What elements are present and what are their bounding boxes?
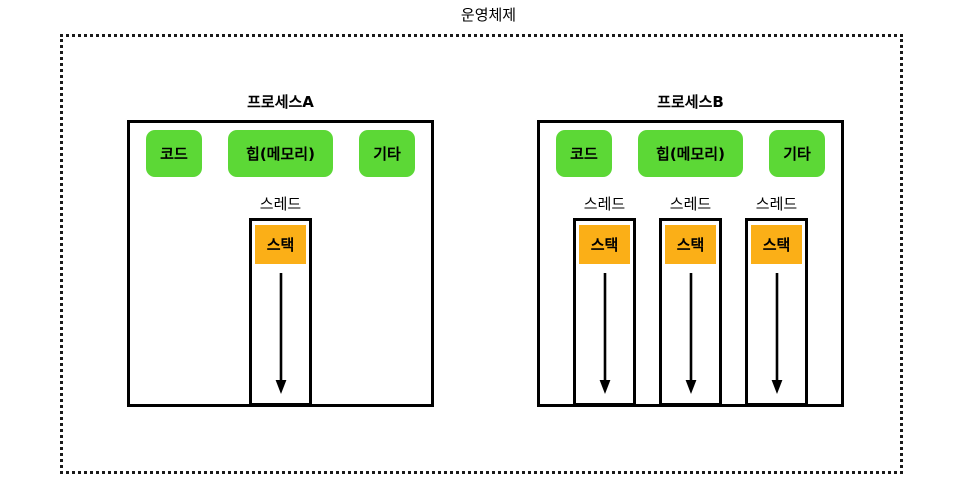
thread-box: 스택 (573, 218, 636, 406)
process-a-label: 프로세스A (247, 93, 314, 111)
process-a-threads: 스레드 스택 (127, 194, 434, 406)
down-arrow-icon (770, 273, 784, 395)
stack-block: 스택 (751, 225, 802, 264)
thread-item: 스레드 스택 (573, 194, 636, 406)
thread-label: 스레드 (259, 195, 302, 213)
thread-item: 스레드 스택 (659, 194, 722, 406)
stack-block: 스택 (255, 225, 306, 264)
process-a-segments: 코드 힙(메모리) 기타 (127, 130, 434, 177)
process-b: 프로세스B 코드 힙(메모리) 기타 스레드 스택 (537, 93, 844, 407)
segment-code: 코드 (146, 130, 202, 177)
process-b-threads: 스레드 스택 스레드 스택 (537, 194, 844, 406)
thread-box: 스택 (659, 218, 722, 406)
down-arrow-icon (598, 273, 612, 395)
process-b-segments: 코드 힙(메모리) 기타 (537, 130, 844, 177)
page-title: 운영체제 (460, 6, 517, 24)
stack-block: 스택 (579, 225, 630, 264)
process-b-label: 프로세스B (657, 93, 724, 111)
segment-heap-memory: 힙(메모리) (228, 130, 333, 177)
thread-box: 스택 (745, 218, 808, 406)
thread-item: 스레드 스택 (745, 194, 808, 406)
thread-label: 스레드 (755, 195, 798, 213)
thread-label: 스레드 (583, 195, 626, 213)
operating-system-boundary (60, 34, 903, 474)
segment-other: 기타 (769, 130, 825, 177)
thread-label: 스레드 (669, 195, 712, 213)
down-arrow-icon (274, 273, 288, 395)
segment-code: 코드 (556, 130, 612, 177)
thread-item: 스레드 스택 (249, 194, 312, 406)
segment-other: 기타 (359, 130, 415, 177)
process-a: 프로세스A 코드 힙(메모리) 기타 스레드 스택 (127, 93, 434, 407)
stack-block: 스택 (665, 225, 716, 264)
thread-box: 스택 (249, 218, 312, 406)
down-arrow-icon (684, 273, 698, 395)
segment-heap-memory: 힙(메모리) (638, 130, 743, 177)
